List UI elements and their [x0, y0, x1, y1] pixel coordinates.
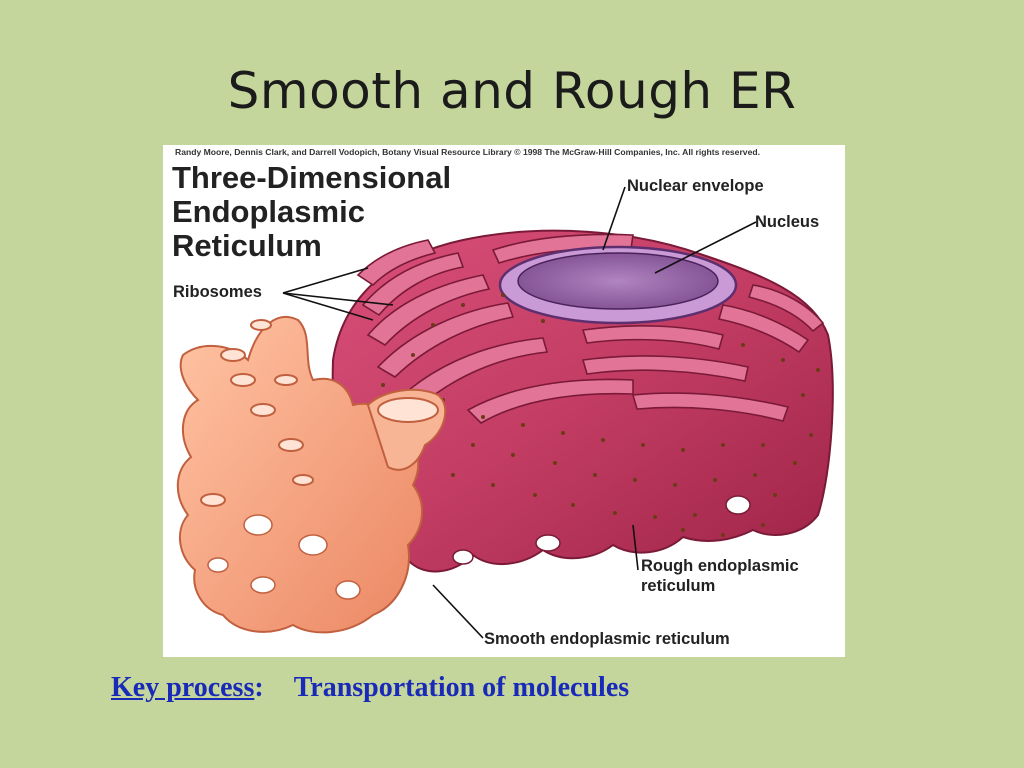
caption-colon: :: [254, 672, 264, 703]
nucleus-shape: [517, 252, 719, 310]
cisterna-2: [361, 252, 465, 317]
er-illustration: Randy Moore, Dennis Clark, and Darrell V…: [163, 145, 845, 657]
figure-heading-line: Three-Dimensional: [172, 160, 452, 195]
cisterna-12: [581, 325, 724, 350]
label-smooth-er: Smooth endoplasmic reticulum: [484, 630, 730, 648]
label-ribosomes: Ribosomes: [173, 283, 262, 301]
label-rough-er-line2: reticulum: [641, 577, 716, 595]
figure-heading-line: Endoplasmic: [172, 194, 365, 229]
figure-heading: Three-Dimensional Endoplasmic Reticulum: [172, 161, 451, 263]
cisterna-5: [401, 337, 549, 409]
cisterna-1: [356, 239, 437, 287]
label-nuclear-envelope: Nuclear envelope: [627, 177, 764, 195]
slide-title: Smooth and Rough ER: [227, 62, 797, 120]
key-process-caption: Key process: Transportation of molecules: [111, 672, 629, 704]
cisterna-3: [366, 274, 491, 347]
label-nucleus: Nucleus: [755, 213, 820, 231]
cisterna-9: [717, 304, 810, 354]
cisterna-4: [376, 302, 515, 378]
leader-lines: [282, 186, 757, 639]
label-rough-er-line1: Rough endoplasmic: [641, 557, 799, 575]
figure-credit: Randy Moore, Dennis Clark, and Darrell V…: [175, 147, 760, 157]
cisterna-7: [581, 355, 749, 382]
cisterna-8: [631, 392, 790, 422]
key-process-value: Transportation of molecules: [293, 672, 630, 703]
figure-heading-line: Reticulum: [172, 228, 322, 263]
key-process-link[interactable]: Key process: [111, 672, 255, 703]
cisterna-6: [466, 378, 634, 424]
cisterna-10: [747, 284, 825, 333]
er-drawing: [176, 186, 834, 639]
